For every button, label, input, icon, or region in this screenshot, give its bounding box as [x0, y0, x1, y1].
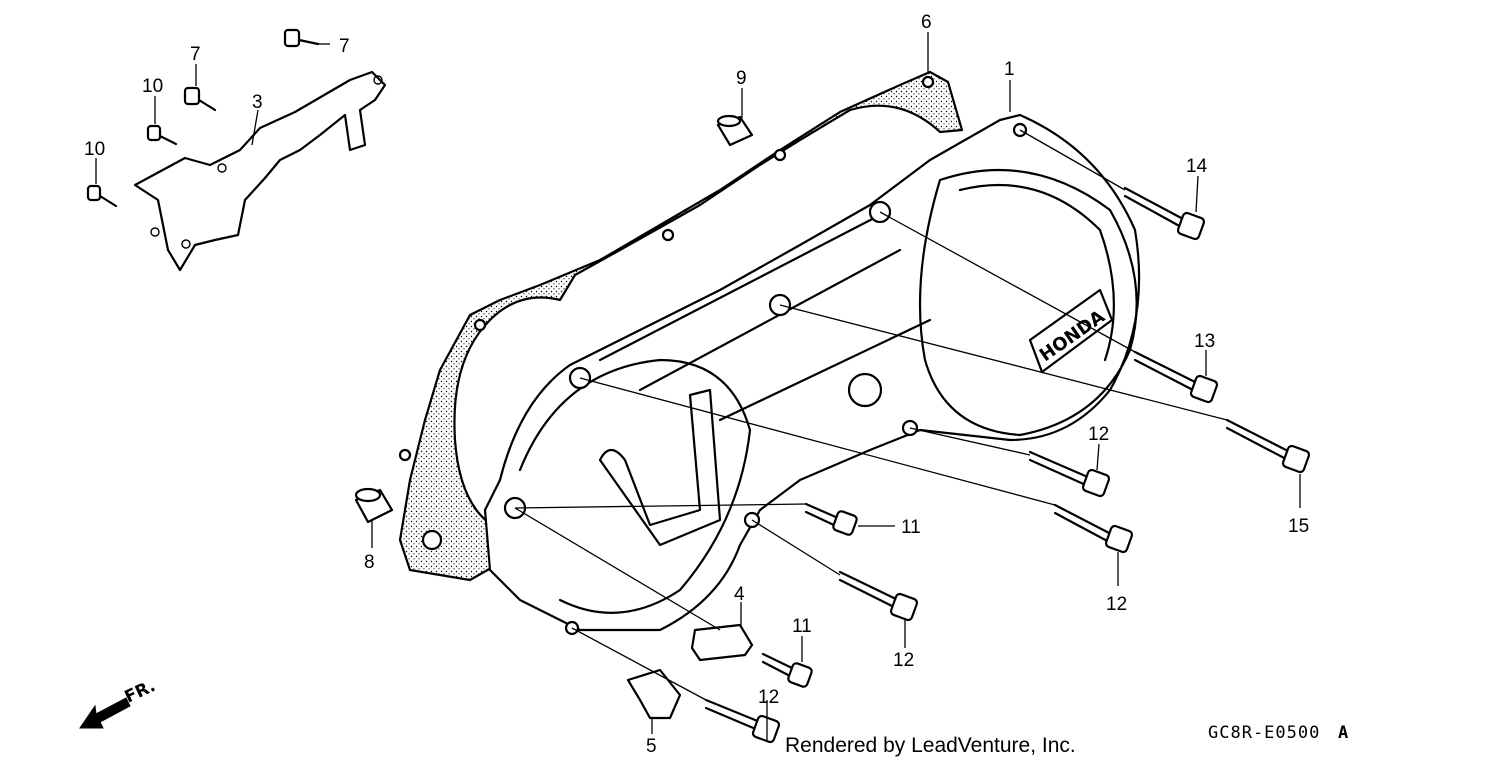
callout-12: 12 [758, 687, 779, 708]
front-direction-arrow: FR. [79, 676, 159, 729]
callout-6: 6 [921, 12, 932, 33]
callout-10: 10 [84, 139, 105, 160]
bolt-part-15 [1225, 418, 1311, 474]
callout-7: 7 [190, 44, 201, 65]
bracket-part-3 [133, 70, 387, 272]
screw-part-7a [283, 28, 320, 48]
callout-1: 1 [1004, 59, 1015, 80]
callout-12: 12 [1088, 424, 1109, 445]
bolt-part-12c [838, 570, 919, 622]
clamp-part-5 [626, 668, 682, 720]
bolt-part-12b [1053, 503, 1134, 554]
callout-3: 3 [252, 92, 263, 113]
screw-part-10b [86, 184, 118, 208]
callout-12: 12 [893, 650, 914, 671]
bolt-part-13 [1133, 350, 1219, 404]
bolt-part-14 [1123, 186, 1206, 241]
callout-leaders [95, 32, 1301, 740]
callout-5: 5 [646, 736, 657, 757]
callout-11: 11 [792, 616, 812, 637]
callout-7: 7 [339, 36, 350, 57]
callout-4: 4 [734, 584, 745, 605]
callout-labels: 1 3 4 5 6 7 7 8 9 10 10 11 11 12 12 12 1… [84, 12, 1309, 757]
callout-10: 10 [142, 76, 163, 97]
front-direction-label: FR. [122, 676, 159, 707]
bolt-part-11a [804, 502, 858, 536]
dowel-pin-part-9 [716, 114, 754, 147]
callout-9: 9 [736, 68, 747, 89]
screw-part-10a [146, 124, 178, 146]
assembly-lines [514, 129, 1228, 701]
clamp-part-4 [690, 623, 754, 662]
callout-8: 8 [364, 552, 375, 573]
bolt-part-12d [704, 698, 781, 744]
credit-text: Rendered by LeadVenture, Inc. [785, 734, 1076, 757]
crankcase-cover-part-1: HONDA [483, 113, 1141, 636]
callout-14: 14 [1186, 156, 1208, 177]
gasket-part-6 [398, 70, 964, 582]
diagram-code-suffix: A [1338, 723, 1349, 743]
screw-part-7b [183, 86, 217, 112]
diagram-code: GC8R-E0500 [1208, 723, 1320, 743]
dowel-pin-part-8 [354, 487, 394, 524]
callout-13: 13 [1194, 331, 1215, 352]
callout-11: 11 [901, 517, 921, 538]
bolt-part-11b [761, 652, 813, 688]
bolt-part-12a [1028, 450, 1111, 498]
callout-12: 12 [1106, 594, 1127, 615]
callout-15: 15 [1288, 516, 1309, 537]
